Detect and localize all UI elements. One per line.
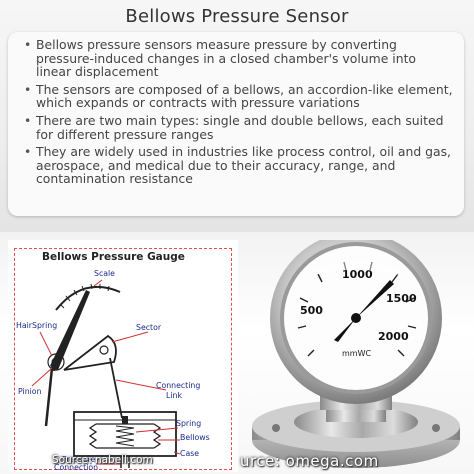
bullet-item: They are widely used in industries like … [24, 145, 454, 186]
label-spring: Spring [176, 419, 201, 428]
label-bellows: Bellows [180, 433, 210, 442]
text-section: Bellows Pressure Sensor Bellows pressure… [0, 0, 474, 232]
bullet-item: The sensors are composed of a bellows, a… [24, 82, 454, 110]
connecting-link [109, 357, 123, 419]
dial-label-1500: 1500 [386, 292, 417, 305]
bullet-panel: Bellows pressure sensors measure pressur… [8, 32, 464, 216]
diagram-border [14, 248, 232, 470]
diagram-source-caption: Source: nabell.com [52, 454, 153, 466]
label-pinion: Pinion [18, 387, 42, 396]
label-link: Link [166, 391, 182, 400]
pointer-needle [50, 290, 90, 370]
bullet-list: Bellows pressure sensors measure pressur… [8, 32, 464, 186]
label-scale: Scale [94, 269, 115, 278]
label-connecting: Connecting [156, 381, 200, 390]
bullet-item: There are two main types: single and dou… [24, 114, 454, 141]
label-connection: Connection [54, 463, 98, 472]
gauge-case [73, 411, 177, 457]
spring [115, 425, 135, 447]
sector [63, 334, 117, 371]
page-title: Bellows Pressure Sensor [125, 6, 349, 27]
pointer-tail [44, 367, 54, 427]
bullet-item: Bellows pressure sensors measure pressur… [24, 38, 454, 79]
label-hairspring: HairSpring [16, 321, 57, 330]
bellows-gauge-diagram: Bellows Pressure Gauge [8, 240, 238, 472]
dial-label-1000: 1000 [342, 268, 373, 281]
gauge-needle [356, 280, 394, 318]
gauge-illustration: 500 1000 1500 2000 mmWC [252, 240, 460, 468]
gauge-photo: 500 1000 1500 2000 mmWC urce: omega.com [238, 240, 474, 474]
label-sector: Sector [136, 323, 162, 332]
label-pressure: Pressure [62, 455, 95, 464]
dial-unit: mmWC [342, 349, 371, 358]
scale-arc [55, 285, 121, 311]
dial-label-500: 500 [300, 304, 323, 317]
diagram-title: Bellows Pressure Gauge [42, 251, 185, 263]
label-case: Case [180, 449, 199, 458]
photo-source-caption: urce: omega.com [240, 452, 379, 470]
dial-label-2000: 2000 [378, 330, 409, 343]
diagram-drawing: Bellows Pressure Gauge [16, 251, 210, 472]
